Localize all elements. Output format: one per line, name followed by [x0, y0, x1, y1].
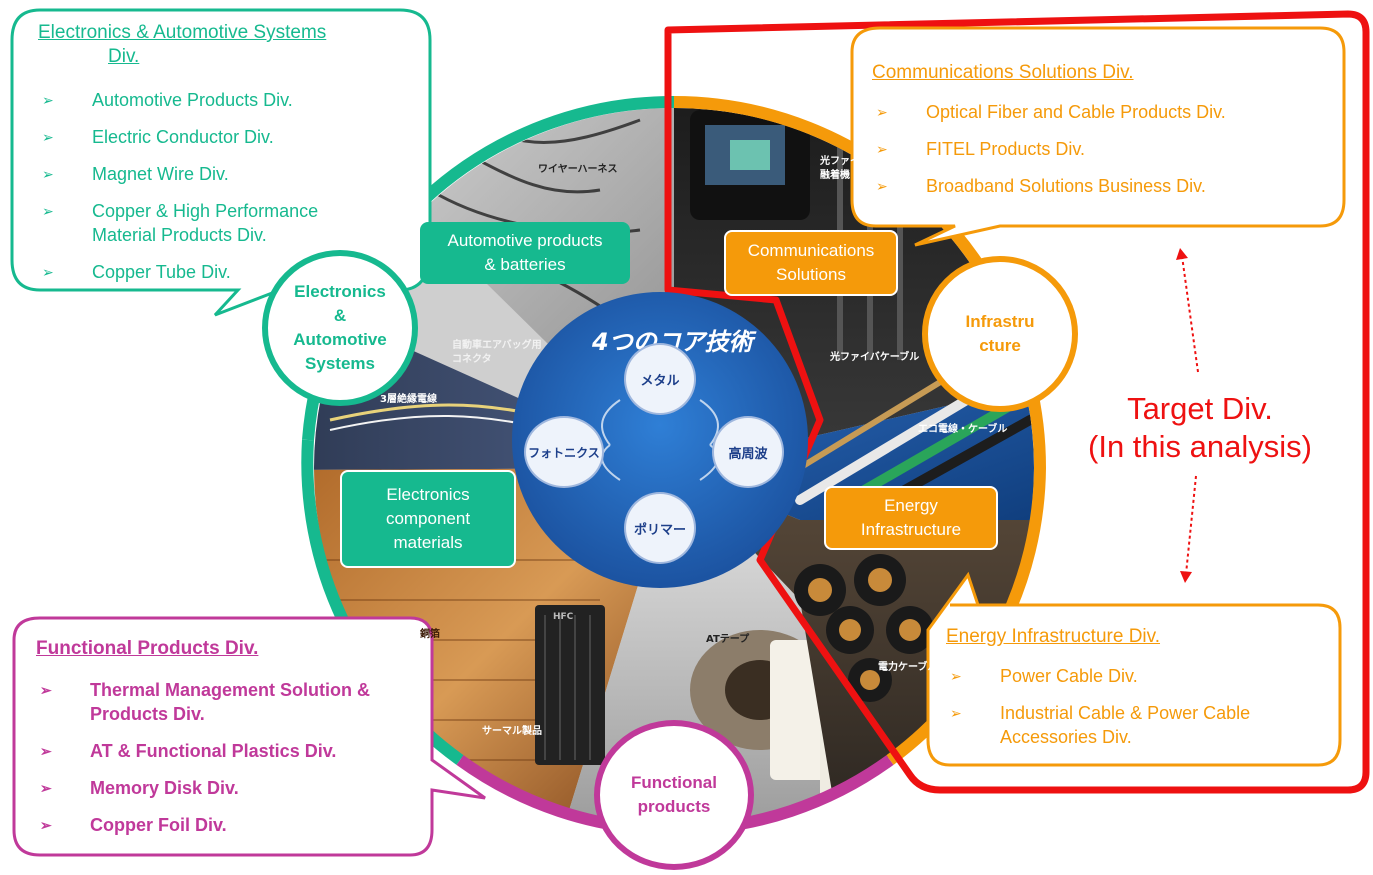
copper-foil-label: 銅箔 — [420, 629, 440, 640]
div-name: Copper Tube Div. — [92, 262, 231, 282]
arrow-bullet-icon: ➢ — [950, 668, 962, 684]
core-polymer: ポリマー — [626, 494, 694, 562]
energy-tag-line1: Energy — [884, 496, 938, 515]
div-name: FITEL Products Div. — [926, 139, 1086, 159]
communications-tag-line1: Communications — [747, 241, 875, 260]
at-tape-label: ATテープ — [706, 634, 750, 645]
list-item: ➢ FITEL Products Div. — [872, 137, 1332, 161]
list-item: ➢ Copper & High Performance Material Prod… — [38, 199, 382, 247]
electronics-circle-line4: Systems — [305, 354, 375, 373]
automotive-tag-line1: Automotive products — [447, 231, 603, 250]
electronics-component-line2: component — [385, 509, 471, 528]
div-name: Copper Foil Div. — [90, 815, 227, 835]
automotive-tag-line2: & batteries — [484, 255, 566, 274]
core-high-frequency: 高周波 — [714, 418, 782, 486]
thermal-products-label: サーマル製品 — [482, 726, 542, 737]
list-item: ➢ Automotive Products Div. — [38, 88, 378, 112]
arrow-bullet-icon: ➢ — [950, 705, 962, 721]
airbag-label: 自動車エアバッグ用 — [452, 340, 542, 351]
target-label-line1: Target Div. — [1127, 391, 1273, 426]
infrastructure-segment-circle: Infrastru cture — [922, 256, 1078, 412]
div-name: Thermal Management Solution & Products D… — [90, 680, 371, 724]
communications-div-list: ➢ Optical Fiber and Cable Products Div. ➢… — [872, 100, 1332, 211]
core-photonics: フォトニクス — [526, 418, 602, 486]
list-item: ➢ Broadband Solutions Business Div. — [872, 174, 1332, 198]
arrow-bullet-icon: ➢ — [876, 178, 888, 194]
optical-fiber-device-label: 光ファイバ — [820, 156, 870, 167]
electronics-component-tag: Electronics component materials — [340, 470, 516, 568]
functional-circle-line2: products — [637, 797, 711, 816]
list-item: ➢ AT & Functional Plastics Div. — [36, 739, 416, 763]
functional-callout-title: Functional Products Div. — [36, 638, 259, 659]
arrow-bullet-icon: ➢ — [876, 141, 888, 157]
div-name: Optical Fiber and Cable Products Div. — [926, 102, 1226, 122]
arrow-bullet-icon: ➢ — [40, 780, 52, 796]
communications-callout-title: Communications Solutions Div. — [872, 62, 1134, 83]
arrow-bullet-icon: ➢ — [40, 817, 52, 833]
electronics-circle-line1: Electronics — [294, 282, 386, 301]
infrastructure-circle-line1: Infrastru — [965, 312, 1035, 331]
optical-fiber-cable-label: 光ファイバケーブル — [830, 352, 920, 363]
div-name: Automotive Products Div. — [92, 90, 293, 110]
div-name: Magnet Wire Div. — [92, 164, 229, 184]
div-name: AT & Functional Plastics Div. — [90, 741, 337, 761]
div-name: Broadband Solutions Business Div. — [926, 176, 1206, 196]
list-item: ➢ Optical Fiber and Cable Products Div. — [872, 100, 1332, 124]
functional-div-list: ➢ Thermal Management Solution & Products … — [36, 678, 416, 850]
three-layer-wire-label: 3層絶縁電線 — [380, 394, 437, 405]
div-name: Memory Disk Div. — [90, 778, 239, 798]
div-name: Copper & High Performance Material Produ… — [92, 201, 319, 245]
div-name: Power Cable Div. — [1000, 666, 1138, 686]
electronics-div-list: ➢ Automotive Products Div. ➢ Electric Cond… — [38, 88, 378, 297]
communications-tag: Communications Solutions — [724, 230, 898, 296]
target-div-label: Target Div. (In this analysis) — [1060, 390, 1340, 466]
target-label-line2: (In this analysis) — [1088, 429, 1312, 464]
infrastructure-circle-line2: cture — [979, 336, 1021, 355]
communications-tag-line2: Solutions — [776, 265, 846, 284]
electronics-circle-line3: Automotive — [293, 330, 387, 349]
connector-label: コネクタ — [452, 354, 492, 365]
fusion-splicer-label: 融着機 — [820, 170, 850, 181]
list-item: ➢ Industrial Cable & Power Cable Accessor… — [946, 701, 1326, 749]
arrow-bullet-icon: ➢ — [40, 743, 52, 759]
arrow-bullet-icon: ➢ — [876, 104, 888, 120]
list-item: ➢ Memory Disk Div. — [36, 776, 416, 800]
energy-tag-line2: Infrastructure — [860, 520, 962, 539]
wire-harness-label: ワイヤーハーネス — [538, 164, 618, 175]
electronics-component-line3: materials — [393, 533, 463, 552]
list-item: ➢ Thermal Management Solution & Products … — [36, 678, 416, 726]
arrow-bullet-icon: ➢ — [42, 92, 54, 108]
electronics-circle-line2: & — [333, 306, 347, 325]
arrow-bullet-icon: ➢ — [42, 129, 54, 145]
functional-circle-line1: Functional — [631, 773, 717, 792]
arrow-bullet-icon: ➢ — [42, 166, 54, 182]
list-item: ➢ Copper Tube Div. — [38, 260, 378, 284]
eco-cable-label: エコ電線・ケーブル — [918, 424, 1008, 435]
functional-products-segment-circle: Functional products — [594, 720, 754, 870]
hfc-logo-label: HFC — [553, 612, 574, 622]
electronics-callout-title-line2: Div. — [108, 46, 140, 67]
electronics-component-line1: Electronics — [386, 485, 470, 504]
core-metal: メタル — [626, 345, 694, 413]
power-cable-label: 電力ケーブル — [878, 662, 938, 673]
arrow-bullet-icon: ➢ — [40, 682, 52, 698]
div-name: Electric Conductor Div. — [92, 127, 274, 147]
arrow-bullet-icon: ➢ — [42, 203, 54, 219]
electronics-callout-title-line1: Electronics & Automotive Systems — [38, 22, 327, 43]
energy-infrastructure-tag: Energy Infrastructure — [824, 486, 998, 550]
automotive-products-tag: Automotive products & batteries — [420, 222, 630, 284]
arrow-bullet-icon: ➢ — [42, 264, 54, 280]
list-item: ➢ Magnet Wire Div. — [38, 162, 378, 186]
list-item: ➢ Electric Conductor Div. — [38, 125, 378, 149]
energy-div-list: ➢ Power Cable Div. ➢ Industrial Cable & Po… — [946, 664, 1326, 762]
target-boundary — [664, 10, 1370, 794]
list-item: ➢ Power Cable Div. — [946, 664, 1326, 688]
list-item: ➢ Copper Foil Div. — [36, 813, 416, 837]
div-name: Industrial Cable & Power Cable Accessori… — [1000, 703, 1251, 747]
electronics-automotive-segment-circle: Electronics & Automotive Systems — [262, 250, 418, 406]
energy-callout-title: Energy Infrastructure Div. — [946, 626, 1161, 647]
